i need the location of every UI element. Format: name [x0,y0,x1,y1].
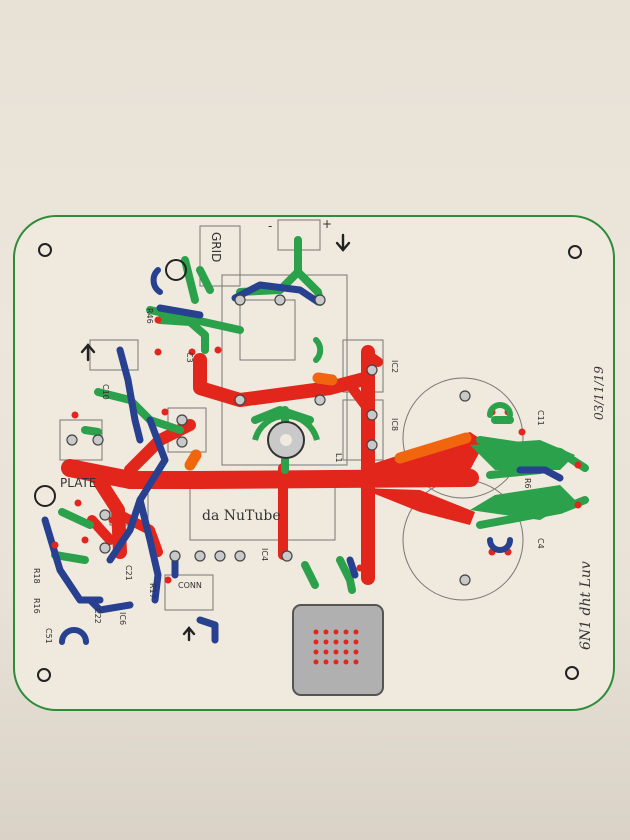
r46-label: R46 [145,308,154,324]
board-outline [13,215,615,711]
r17-label: R17 [148,583,157,599]
plate-label: PLATE [60,476,96,490]
r16-label: R16 [32,598,41,614]
green-pours [470,440,575,520]
c10-label: C10 [101,384,110,400]
c22-label: C22 [93,608,102,624]
c21-label: C21 [124,565,133,581]
conn-label: CONN [178,581,202,590]
mounting-hole [568,245,582,259]
c11-label: C11 [536,410,545,426]
grid-label: GRID [209,232,223,262]
component-pads [51,294,582,586]
capacitor-arcs [59,267,513,645]
mounting-holes [37,243,582,682]
mounting-hole [37,668,51,682]
l1-label: L1 [334,453,343,463]
c51-label: C51 [44,628,53,644]
board-signature: 6N1 dht Luv [578,561,594,650]
ic2-label: IC2 [390,360,399,373]
tube-socket [252,412,320,459]
c3-label: C3 [185,352,194,363]
r18-label: R18 [32,568,41,584]
minus-label: - [268,219,272,233]
mounting-hole [565,666,579,680]
capacitor-arcs-green [313,337,513,418]
board-date: 03/11/19 [592,366,606,420]
mounting-hole [38,243,52,257]
blue-traces [41,281,564,644]
board-title: da NuTube [202,508,281,524]
via-grid [313,629,359,665]
plus-circle-icons [34,259,187,507]
r6-label: R6 [523,478,532,489]
arrows [80,233,351,642]
plus-label: + [322,217,332,231]
c4-label: C4 [536,538,545,549]
ic4-label: IC4 [260,548,269,561]
ic8-label: IC8 [390,418,399,431]
orange-traces [184,372,472,471]
ic6-label: IC6 [118,612,127,625]
heatsink-pad [292,604,384,696]
